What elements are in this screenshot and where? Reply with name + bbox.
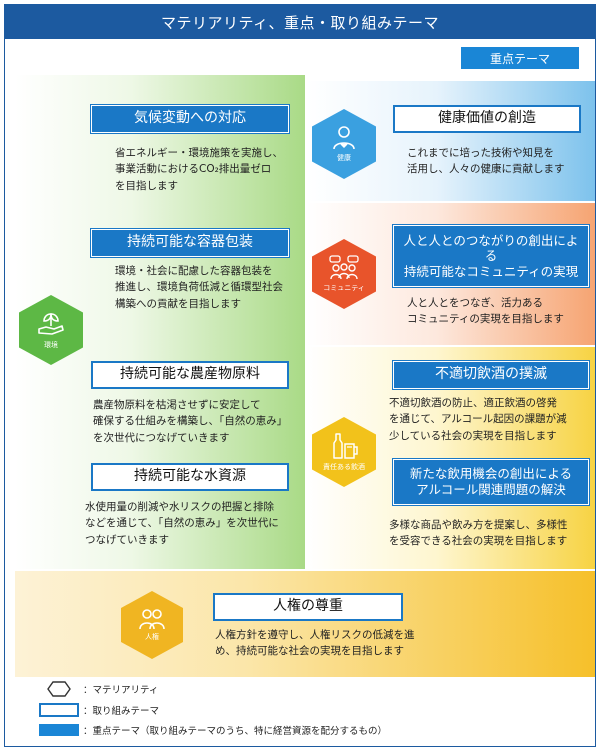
- materiality-frame: マテリアリティ、重点・取り組みテーマ 重点テーマ 環境 健康: [4, 4, 596, 747]
- person-heart-icon: [333, 126, 355, 150]
- hexagon-outline-icon: [39, 681, 79, 697]
- theme-water-title: 持続可能な水資源: [91, 463, 289, 491]
- community-label: コミュニティ: [323, 284, 365, 292]
- theme-human-respect-desc: 人権方針を遵守し、人権リスクの低減を進 め、持続可能な社会の実現を目指します: [215, 629, 415, 658]
- responsible-drinking-label: 責任ある飲酒: [323, 463, 365, 471]
- theme-packaging-desc: 環境・社会に配慮した容器包装を 推進し、環境負荷低減と循環型社会 構築への貢献を…: [115, 265, 283, 310]
- juten-theme-tab: 重点テーマ: [461, 47, 579, 69]
- legend-juten: ：重点テーマ（取り組みテーマのうち、特に経営資源を配分するもの）: [39, 723, 387, 737]
- outlined-box-icon: [39, 703, 79, 717]
- theme-human-respect-title: 人権の尊重: [213, 593, 403, 621]
- two-people-icon: [139, 609, 165, 630]
- theme-climate-title: 気候変動への対応: [91, 105, 289, 133]
- legend-theme: ：取り組みテーマ: [39, 703, 159, 717]
- human-rights-panel: [15, 571, 595, 677]
- theme-new-opportunity-desc: 多様な商品や飲み方を提案し、多様性 を受容できる社会の実現を目指します: [389, 519, 568, 548]
- bottle-glass-icon: [333, 433, 358, 459]
- theme-health-value-desc: これまでに培った技術や知見を 活用し、人々の健康に貢献します: [407, 147, 565, 176]
- legend-materiality: ：マテリアリティ: [39, 681, 158, 697]
- theme-agri-title: 持続可能な農産物原料: [91, 361, 289, 389]
- theme-connection-desc: 人と人とをつなぎ、活力ある コミュニティの実現を目指します: [407, 297, 564, 326]
- health-label: 健康: [337, 154, 351, 162]
- people-speech-icon: [329, 255, 359, 280]
- theme-agri-desc: 農産物原料を枯渇させずに安定して 確保する仕組みを構築し、「自然の恵み」 を次世…: [93, 399, 288, 444]
- environment-label: 環境: [44, 341, 58, 349]
- theme-health-value-title: 健康価値の創造: [393, 105, 581, 133]
- theme-new-opportunity-title: 新たな飲用機会の創出による アルコール関連問題の解決: [393, 459, 589, 505]
- page-title: マテリアリティ、重点・取り組みテーマ: [5, 5, 595, 39]
- plant-hand-icon: [38, 313, 64, 335]
- theme-packaging-title: 持続可能な容器包装: [91, 229, 289, 257]
- theme-inappropriate-title: 不適切飲酒の撲滅: [393, 361, 589, 389]
- theme-water-desc: 水使用量の削減や水リスクの把握と排除 などを通じて、「自然の恵み」を次世代に つ…: [85, 501, 279, 546]
- theme-climate-desc: 省エネルギー・環境施策を実施し、 事業活動におけるCO₂排出量ゼロ を目指します: [115, 147, 283, 192]
- human-rights-label: 人権: [145, 633, 159, 641]
- filled-box-icon: [39, 724, 79, 736]
- theme-inappropriate-desc: 不適切飲酒の防止、適正飲酒の啓発 を通じて、アルコール起因の課題が減 少している…: [389, 397, 567, 442]
- theme-connection-title: 人と人とのつながりの創出によ る 持続可能なコミュニティの実現: [393, 225, 589, 287]
